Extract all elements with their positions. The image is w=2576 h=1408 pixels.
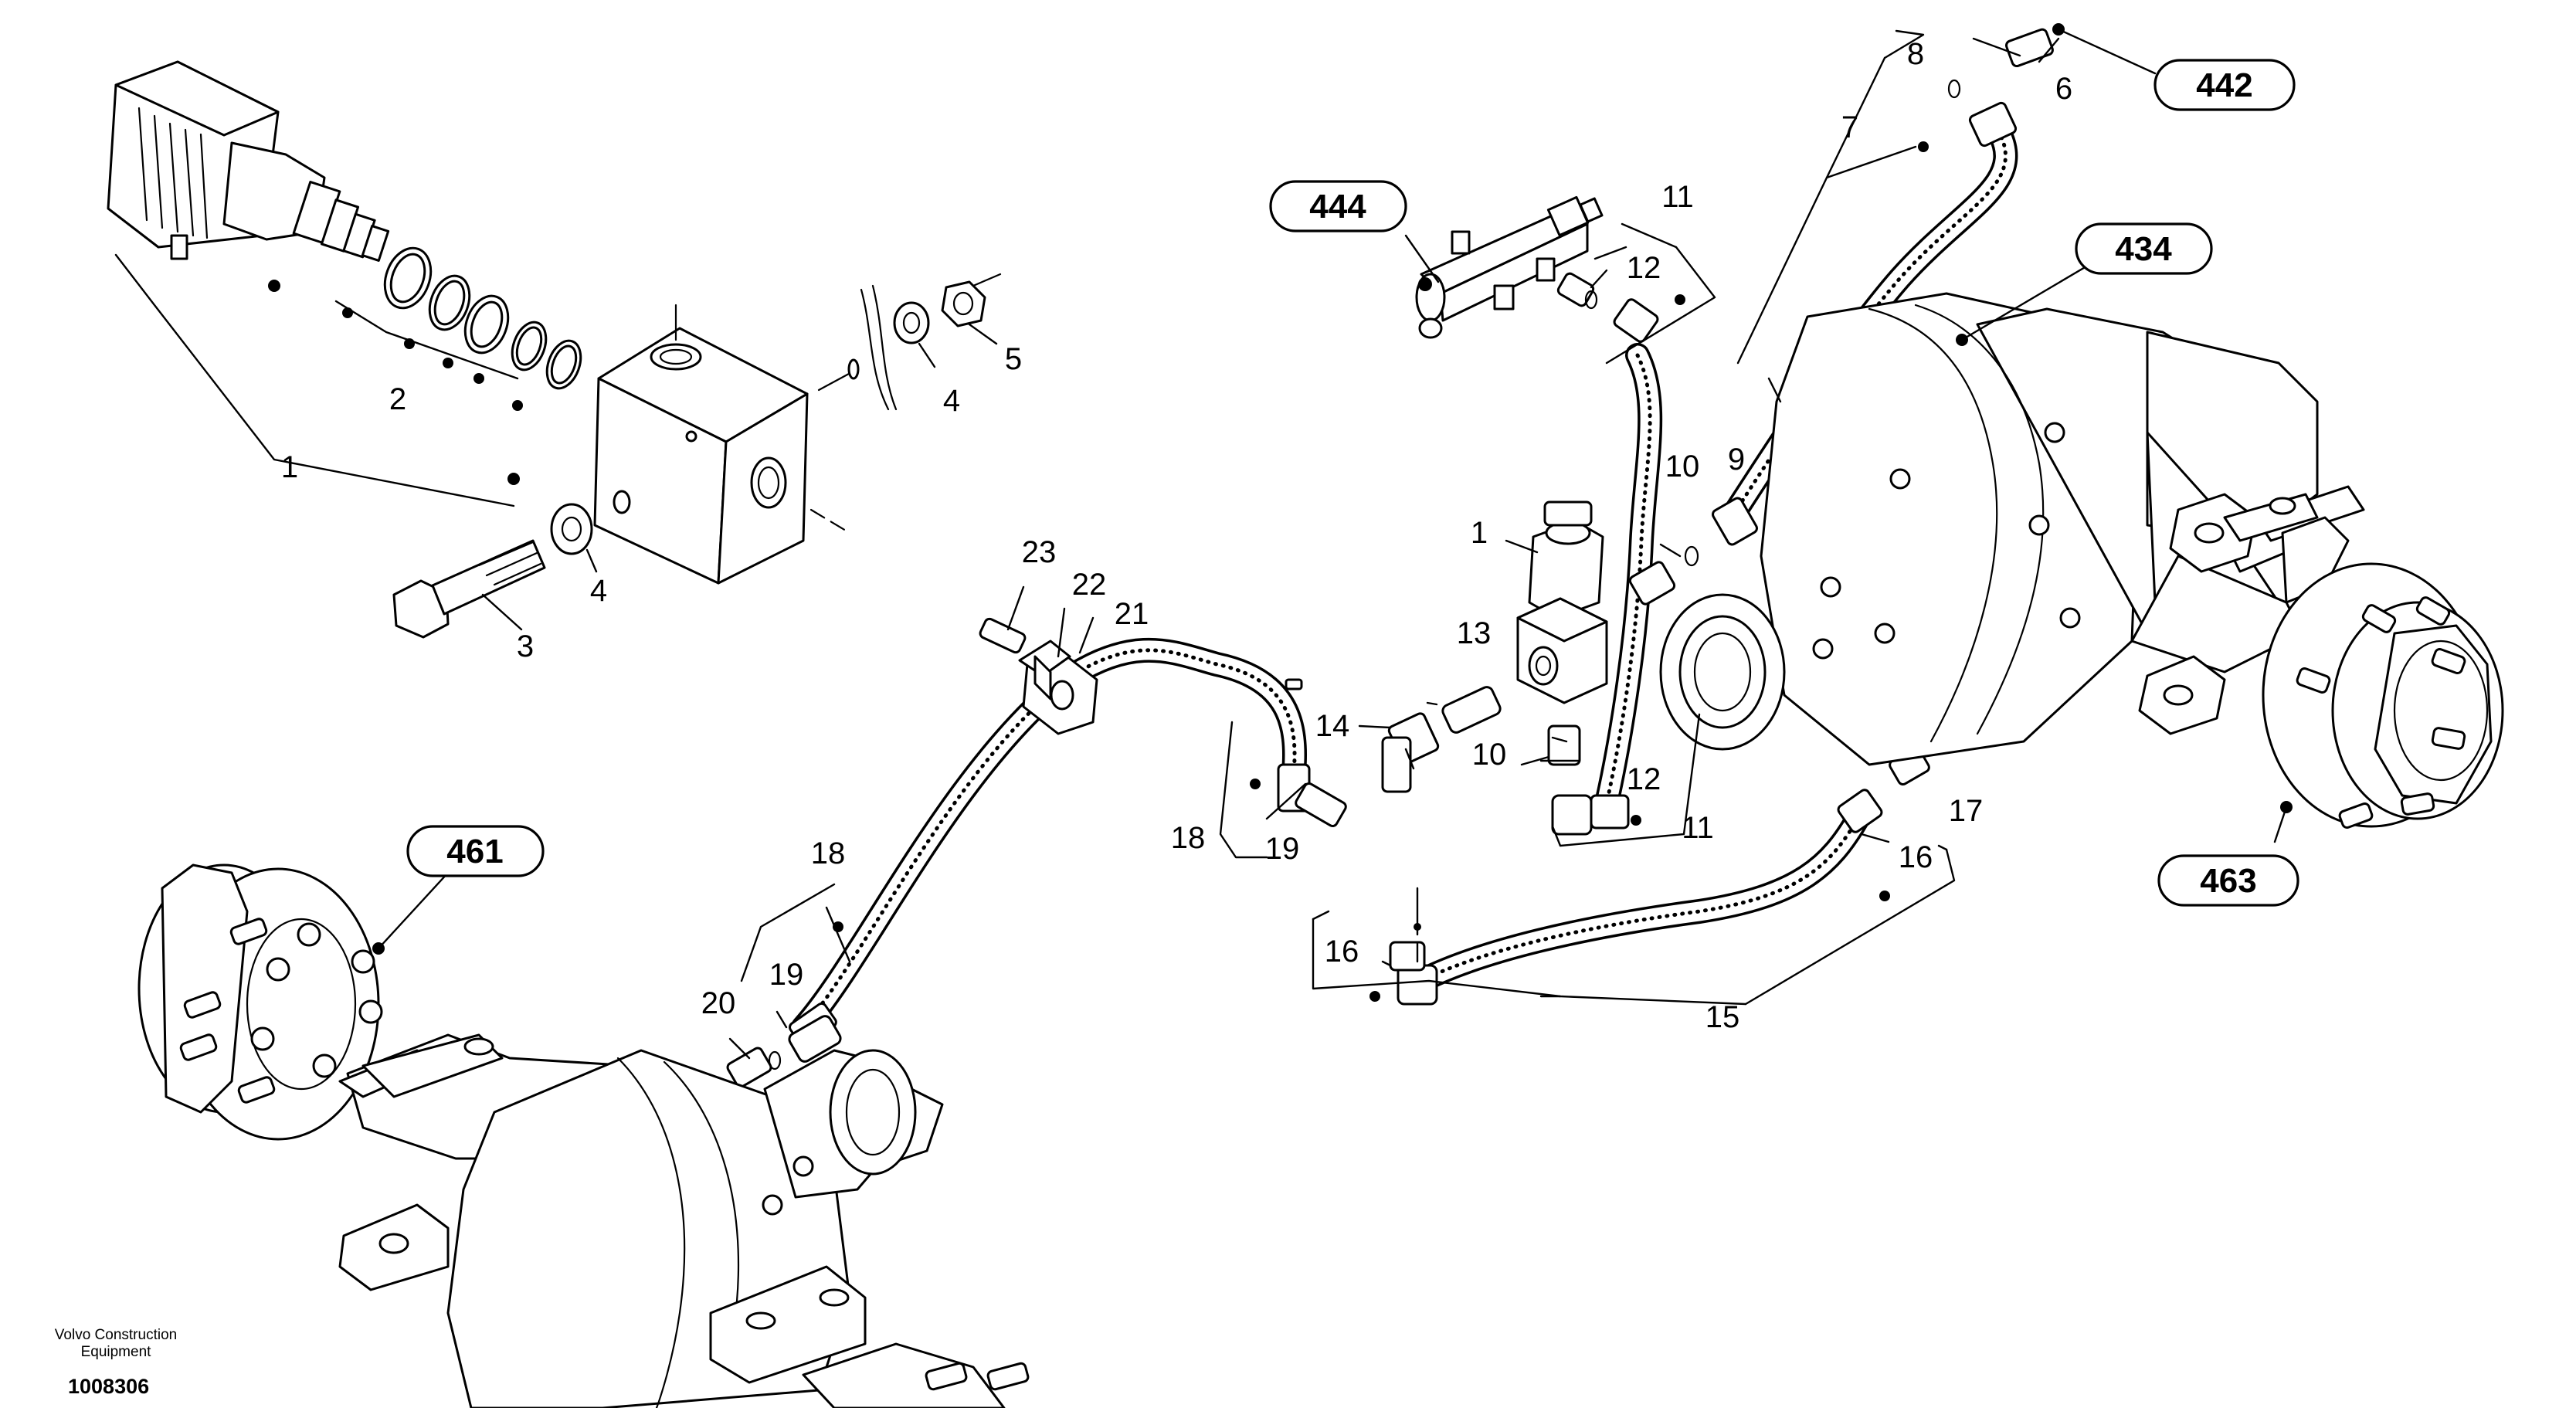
callout-9: 9: [1728, 443, 1745, 477]
callout-21: 21: [1115, 597, 1149, 631]
callout-20: 20: [701, 986, 736, 1020]
company-name-line-1: Volvo Construction: [54, 1327, 178, 1343]
callout-1: 1: [1471, 516, 1488, 550]
callout-13: 13: [1457, 616, 1492, 650]
ref-box-442[interactable]: 442: [2153, 59, 2296, 111]
callout-14: 14: [1315, 709, 1350, 743]
callout-15: 15: [1705, 1000, 1740, 1034]
front-axle-spring-pads: [709, 1265, 1030, 1408]
reference-dots: [268, 23, 2293, 1002]
callout-7: 7: [1841, 110, 1858, 144]
front-wheel-hub: [137, 863, 383, 1141]
document-footer: Volvo Construction Equipment 1008306: [31, 1327, 201, 1399]
leader-lines: [114, 28, 2288, 1060]
ref-box-461[interactable]: 461: [406, 825, 545, 877]
callout-5: 5: [1005, 342, 1022, 376]
callout-16: 16: [1899, 840, 1933, 874]
hose-fittings: [788, 28, 2054, 1047]
callout-17: 17: [1949, 794, 1984, 828]
callout-2: 2: [389, 382, 406, 416]
ref-box-label: 434: [2115, 230, 2172, 268]
mounting-bolt: [392, 503, 593, 639]
rear-wheel-hub: [2262, 562, 2504, 829]
callout-4: 4: [943, 384, 960, 418]
callout-6: 6: [2055, 72, 2072, 106]
hose-long-front-axle: [791, 637, 1308, 1040]
plug-screw: [817, 284, 898, 411]
callout-4: 4: [590, 574, 607, 608]
callout-18: 18: [811, 836, 846, 870]
front-axle-differential: [446, 1049, 917, 1408]
ref-box-label: 442: [2196, 66, 2252, 104]
ref-box-463[interactable]: 463: [2157, 854, 2299, 907]
distribution-manifold: [1415, 195, 1604, 339]
callout-19: 19: [769, 958, 804, 992]
valve-block: [593, 304, 851, 585]
callout-11: 11: [1682, 811, 1714, 845]
ref-box-444[interactable]: 444: [1269, 180, 1407, 232]
callout-10: 10: [1472, 738, 1507, 772]
washer-and-nut: [893, 273, 1002, 344]
ref-box-label: 444: [1309, 188, 1366, 226]
callout-12: 12: [1627, 762, 1661, 796]
ref-box-434[interactable]: 434: [2075, 222, 2213, 275]
adapter-fittings-center: [1285, 561, 1676, 793]
callout-22: 22: [1072, 568, 1107, 602]
hose-lower-right: [1409, 806, 1870, 993]
document-number: 1008306: [68, 1375, 150, 1398]
wheel-studs: [2296, 596, 2466, 829]
callout-16: 16: [1325, 935, 1359, 969]
callout-19: 19: [1265, 832, 1300, 866]
hose-vertical-center: [1594, 343, 1663, 816]
o-ring-set: [383, 246, 582, 390]
callout-3: 3: [517, 629, 534, 663]
clamp-bracket: [979, 617, 1098, 735]
rear-axle-spring-pads: [2138, 493, 2319, 735]
callout-18: 18: [1171, 821, 1206, 855]
callout-8: 8: [1907, 37, 1924, 71]
callout-12: 12: [1627, 251, 1661, 285]
company-name-line-2: Equipment: [80, 1344, 151, 1360]
callout-numbers: 1 2 3 4 4 5 1 6 7 8 9 10 10 11 11 12 12 …: [281, 37, 2072, 1034]
front-wheel-studs: [179, 918, 383, 1104]
callout-11: 11: [1661, 180, 1694, 214]
callout-1: 1: [281, 450, 298, 484]
callout-10: 10: [1665, 450, 1700, 483]
callout-23: 23: [1022, 535, 1057, 569]
shut-off-solenoid-valve: [1516, 500, 1608, 704]
ref-box-label: 461: [446, 833, 503, 870]
ref-box-label: 463: [2200, 862, 2256, 900]
front-axle-fittings: [726, 1015, 842, 1088]
solenoid-cartridge: [222, 141, 390, 262]
